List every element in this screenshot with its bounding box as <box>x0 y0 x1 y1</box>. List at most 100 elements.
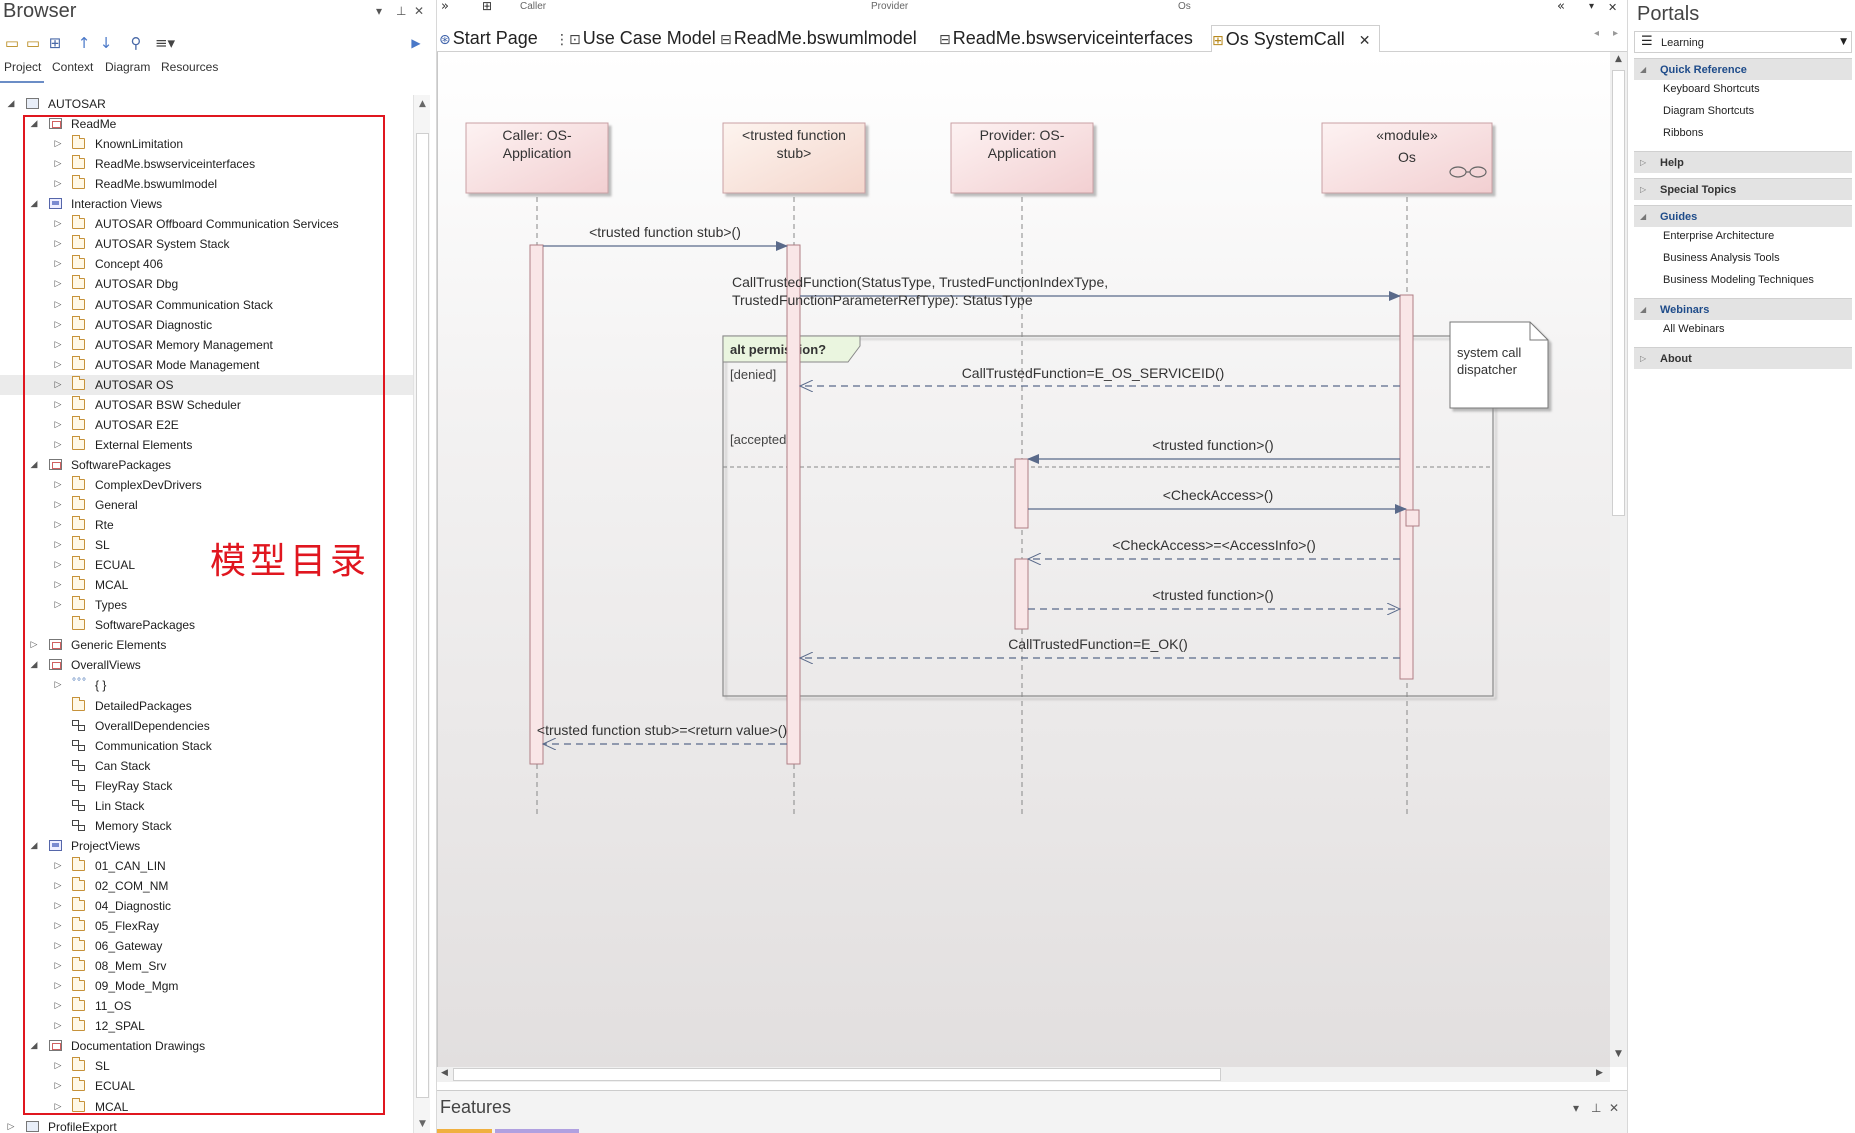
pin-icon[interactable]: ⊥ <box>396 4 407 18</box>
expand-toggle-icon[interactable]: ▷ <box>54 1061 62 1072</box>
tree-node-fleyray-stack[interactable]: FleyRay Stack <box>0 776 415 796</box>
tree-node-11-os[interactable]: ▷11_OS <box>0 996 415 1016</box>
tree-node-projectviews[interactable]: ◢ProjectViews <box>0 836 415 856</box>
options-menu-icon[interactable]: ≡▾ <box>154 34 176 52</box>
tree-node-documentation-drawings[interactable]: ◢Documentation Drawings <box>0 1036 415 1056</box>
tree-node-readme[interactable]: ◢ReadMe <box>0 114 415 134</box>
tree-node-autosar[interactable]: ◢AUTOSAR <box>0 94 415 114</box>
new-folder-icon[interactable]: ▭ <box>25 34 41 52</box>
expand-toggle-icon[interactable]: ▷ <box>54 860 62 871</box>
tab-readme-bswumlmodel[interactable]: ⊟ReadMe.bswumlmodel <box>720 28 917 48</box>
double-chevron-icon[interactable]: » <box>441 0 449 14</box>
expand-toggle-icon[interactable]: ▷ <box>54 560 62 571</box>
tree-node-profileexport[interactable]: ▷ProfileExport <box>0 1117 415 1133</box>
expand-toggle-icon[interactable]: ▷ <box>54 941 62 952</box>
tree-node-item[interactable]: ▷°°°{ } <box>0 675 415 695</box>
tabs-scroll-left-icon[interactable]: ◂ <box>1594 28 1600 39</box>
collapse-toggle-icon[interactable]: ◢ <box>30 660 38 671</box>
tree-node-complexdevdrivers[interactable]: ▷ComplexDevDrivers <box>0 475 415 495</box>
portal-selector[interactable]: ☰ Learning ▼ <box>1634 31 1852 53</box>
tree-node-autosar-system-stack[interactable]: ▷AUTOSAR System Stack <box>0 234 415 254</box>
expand-toggle-icon[interactable]: ▷ <box>54 139 62 150</box>
tab-resources[interactable]: Resources <box>161 60 219 74</box>
tree-node-readme-bswserviceinterfaces[interactable]: ▷ReadMe.bswserviceinterfaces <box>0 154 415 174</box>
tab-list-icon[interactable]: ▾ <box>1589 1 1595 12</box>
expand-toggle-icon[interactable]: ▷ <box>54 399 62 410</box>
pin-icon[interactable]: ⊥ <box>1591 1101 1602 1115</box>
tree-node-overallviews[interactable]: ◢OverallViews <box>0 655 415 675</box>
message-m3[interactable]: CallTrustedFunction=E_OS_SERVICEID() <box>800 365 1400 386</box>
tree-node-sl[interactable]: ▷SL <box>0 535 415 555</box>
expand-toggle-icon[interactable]: ▷ <box>54 500 62 510</box>
features-tab-strip-1[interactable] <box>437 1129 492 1133</box>
expand-toggle-icon[interactable]: ▷ <box>54 299 62 310</box>
collapse-toggle-icon[interactable]: ◢ <box>30 1041 38 1052</box>
expand-toggle-icon[interactable]: ▷ <box>54 880 62 891</box>
expand-toggle-icon[interactable]: ▷ <box>7 1121 15 1132</box>
portal-section-special-topics[interactable]: ▷Special Topics <box>1634 178 1852 200</box>
portal-section-help[interactable]: ▷Help <box>1634 151 1852 173</box>
expand-toggle-icon[interactable]: ▷ <box>54 1021 62 1032</box>
expand-toggle-icon[interactable]: ▷ <box>54 359 62 370</box>
diagram-vertical-scrollbar[interactable]: ▲ ▼ <box>1610 52 1627 1067</box>
portal-link-enterprise-architecture[interactable]: Enterprise Architecture <box>1663 230 1775 242</box>
expand-toggle-icon[interactable]: ▷ <box>54 600 62 611</box>
tree-node-12-spal[interactable]: ▷12_SPAL <box>0 1016 415 1036</box>
expand-toggle-icon[interactable]: ▷ <box>54 540 62 551</box>
expand-toggle-icon[interactable]: ▷ <box>30 640 38 651</box>
tree-node-readme-bswumlmodel[interactable]: ▷ReadMe.bswumlmodel <box>0 174 415 194</box>
expand-toggle-icon[interactable]: ▷ <box>54 1101 62 1112</box>
tree-node-softwarepackages[interactable]: ◢SoftwarePackages <box>0 455 415 475</box>
expand-toggle-icon[interactable]: ▷ <box>54 921 62 932</box>
expand-toggle-icon[interactable]: ▷ <box>54 1001 62 1012</box>
lifeline-head-stub[interactable]: <trusted function stub> <box>722 122 866 194</box>
expand-toggle-icon[interactable]: ▷ <box>54 680 62 691</box>
tab-context[interactable]: Context <box>52 60 94 74</box>
tab-os-systemcall[interactable]: ⊞Os SystemCall✕ <box>1211 25 1380 52</box>
expand-toggle-icon[interactable]: ▷ <box>54 520 62 531</box>
portal-link-all-webinars[interactable]: All Webinars <box>1663 323 1725 335</box>
tabs-scroll-right-icon[interactable]: ▸ <box>1613 28 1619 39</box>
message-m4[interactable]: <trusted function>() <box>1027 437 1400 464</box>
scroll-down-icon[interactable]: ▼ <box>419 1119 426 1129</box>
collapse-toggle-icon[interactable]: ◢ <box>7 99 15 109</box>
expand-toggle-icon[interactable]: ▷ <box>54 279 62 290</box>
tree-node-autosar-memory-management[interactable]: ▷AUTOSAR Memory Management <box>0 335 415 355</box>
tree-node-knownlimitation[interactable]: ▷KnownLimitation <box>0 134 415 154</box>
collapse-toggle-icon[interactable]: ◢ <box>30 459 38 470</box>
expand-right-icon[interactable]: ▶ <box>411 36 421 50</box>
close-panel-icon[interactable]: ✕ <box>1609 1101 1620 1115</box>
note-system-call-dispatcher[interactable]: system call dispatcher <box>1449 321 1549 409</box>
expand-toggle-icon[interactable]: ▷ <box>54 339 62 350</box>
new-package-icon[interactable]: ▭ <box>4 34 20 52</box>
tree-node-autosar-communication-stack[interactable]: ▷AUTOSAR Communication Stack <box>0 295 415 315</box>
tree-node-02-com-nm[interactable]: ▷02_COM_NM <box>0 876 415 896</box>
tree-node-sl[interactable]: ▷SL <box>0 1056 415 1076</box>
expand-toggle-icon[interactable]: ▷ <box>54 1081 62 1092</box>
portal-link-keyboard-shortcuts[interactable]: Keyboard Shortcuts <box>1663 83 1760 95</box>
portal-section-webinars[interactable]: ◢Webinars <box>1634 298 1852 320</box>
tab-project[interactable]: Project <box>4 60 42 74</box>
collapse-toggle-icon[interactable]: ◢ <box>30 199 38 210</box>
panel-menu-icon[interactable]: ▾ <box>376 4 383 18</box>
tree-node-mcal[interactable]: ▷MCAL <box>0 575 415 595</box>
lifeline-head-caller[interactable]: Caller: OS- Application <box>465 122 609 194</box>
tree-node-mcal[interactable]: ▷MCAL <box>0 1097 415 1117</box>
tree-node-can-stack[interactable]: Can Stack <box>0 756 415 776</box>
scroll-up-icon[interactable]: ▲ <box>1615 54 1622 64</box>
collapse-toggle-icon[interactable]: ◢ <box>30 119 38 130</box>
scroll-tabs-left-icon[interactable]: « <box>1557 0 1565 14</box>
tree-node-concept-406[interactable]: ▷Concept 406 <box>0 254 415 274</box>
message-m5[interactable]: <CheckAccess>() <box>1028 487 1407 514</box>
lifeline-head-provider[interactable]: Provider: OS- Application <box>950 122 1094 194</box>
tree-node-rte[interactable]: ▷Rte <box>0 515 415 535</box>
tree-node-external-elements[interactable]: ▷External Elements <box>0 435 415 455</box>
expand-toggle-icon[interactable]: ▷ <box>54 379 62 390</box>
expand-toggle-icon[interactable]: ▷ <box>54 239 62 250</box>
tab-diagram[interactable]: Diagram <box>105 60 151 74</box>
tree-node-autosar-offboard-communication-services[interactable]: ▷AUTOSAR Offboard Communication Services <box>0 214 415 234</box>
tree-node-autosar-e2e[interactable]: ▷AUTOSAR E2E <box>0 415 415 435</box>
collapse-toggle-icon[interactable]: ◢ <box>30 840 38 851</box>
close-tab-icon[interactable]: ✕ <box>1358 33 1371 49</box>
diagram-horizontal-scrollbar[interactable]: ◀ ▶ <box>437 1067 1610 1082</box>
